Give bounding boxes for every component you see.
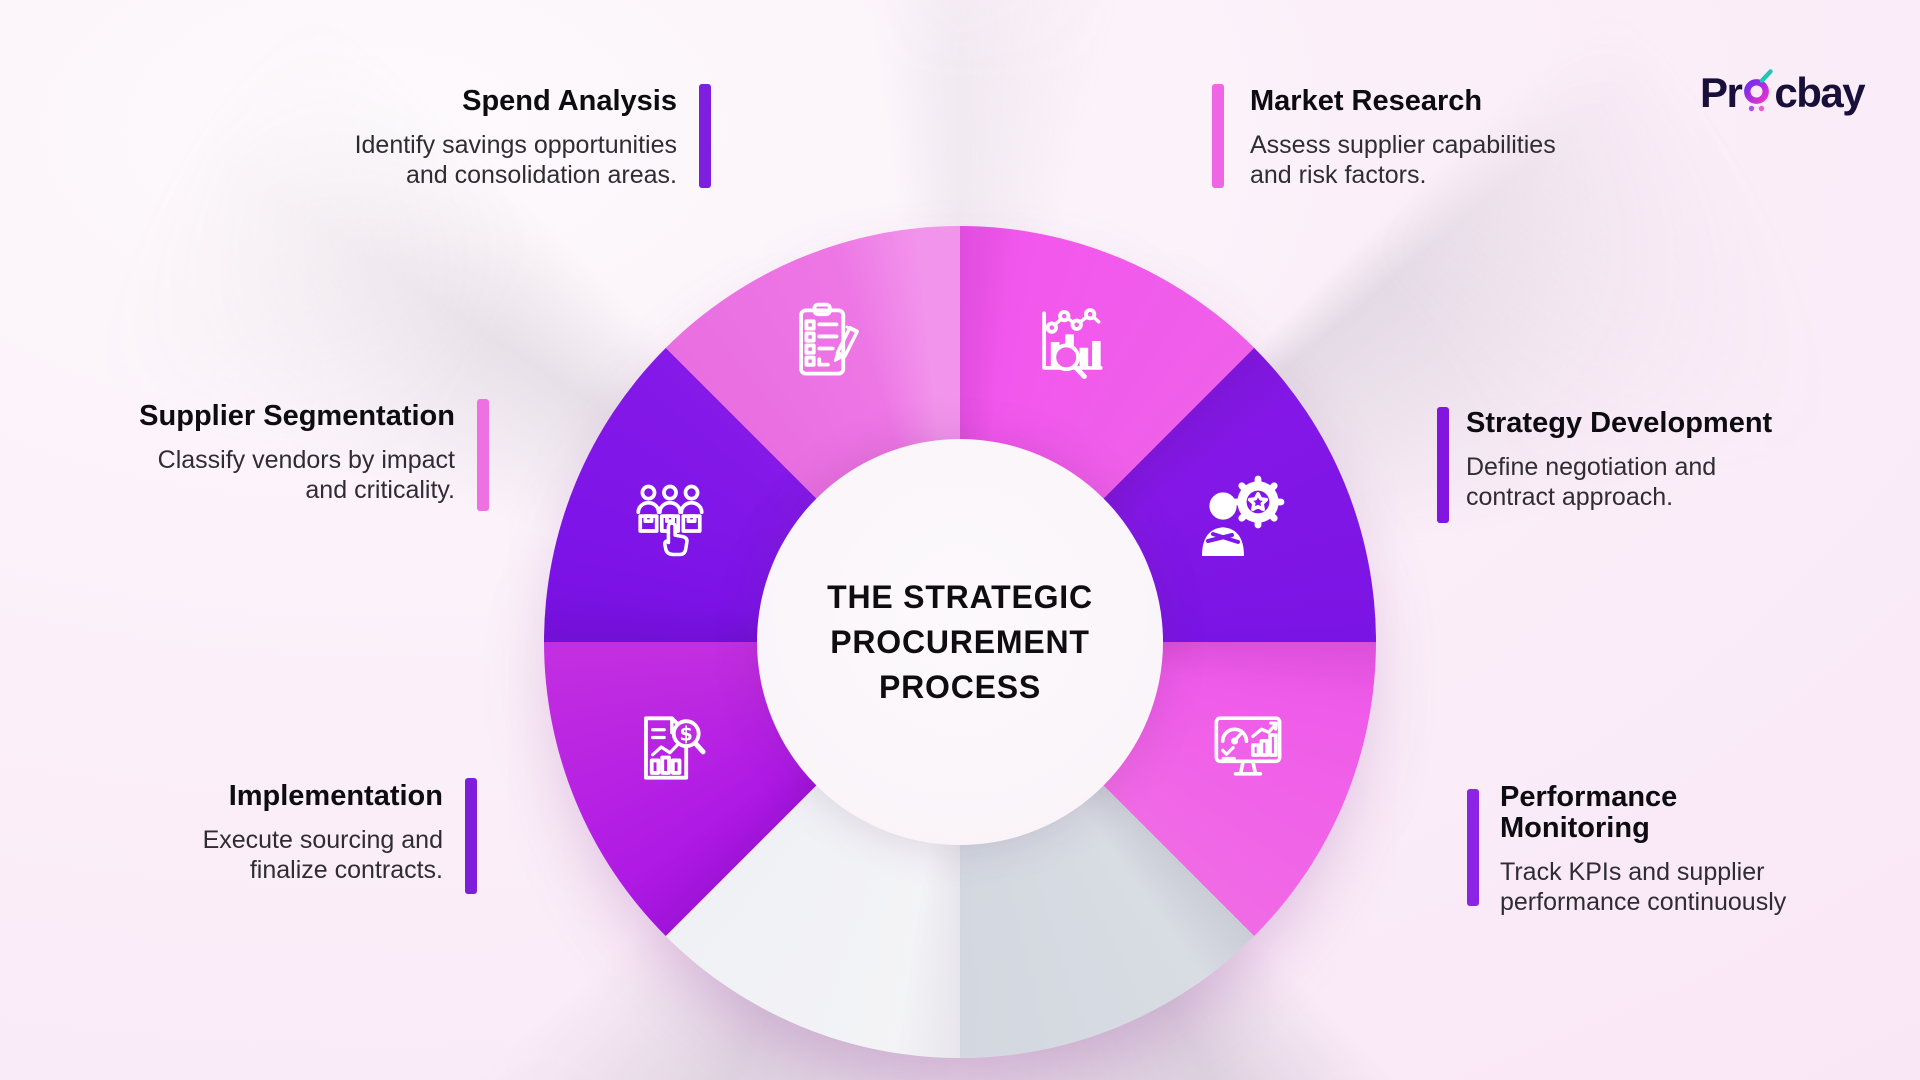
implementation-title: Implementation <box>228 780 443 812</box>
market-research-title: Market Research <box>1250 85 1483 117</box>
strategy-development-accent-bar <box>1437 407 1449 523</box>
implementation-accent-bar <box>465 778 477 894</box>
performance-monitoring-label-block: Performance Monitoring Track KPIs and su… <box>1500 782 1920 917</box>
performance-monitoring-description: Track KPIs and supplier performance cont… <box>1500 858 1787 916</box>
logo-text-post: cbay <box>1774 69 1865 116</box>
wheel-hub: THE STRATEGIC PROCUREMENT PROCESS <box>757 439 1163 845</box>
supplier-segmentation-title: Supplier Segmentation <box>139 400 455 432</box>
market-research-description: Assess supplier capabilities and risk fa… <box>1250 131 1556 189</box>
performance-monitoring-title: Performance Monitoring <box>1500 781 1678 844</box>
strategy-development-description: Define negotiation and contract approach… <box>1466 453 1717 511</box>
center-title: THE STRATEGIC PROCUREMENT PROCESS <box>827 578 1093 705</box>
spend-analysis-description: Identify savings opportunities and conso… <box>354 131 677 189</box>
supplier-segmentation-description: Classify vendors by impact and criticali… <box>157 446 455 504</box>
person-gear-icon <box>1193 474 1289 570</box>
cart-o-icon <box>1742 68 1774 124</box>
implementation-description: Execute sourcing and finalize contracts. <box>202 826 443 884</box>
dashboard-monitor-icon <box>1202 700 1294 792</box>
strategy-development-title: Strategy Development <box>1466 407 1773 439</box>
clipboard-checklist-icon <box>780 296 872 388</box>
spend-analysis-title: Spend Analysis <box>462 85 677 117</box>
performance-monitoring-accent-bar <box>1467 789 1479 906</box>
spend-analysis-label-block: Spend Analysis Identify savings opportun… <box>197 86 677 190</box>
process-wheel: THE STRATEGIC PROCUREMENT PROCESS <box>544 226 1376 1058</box>
procbay-logo: Pr cbay <box>1700 62 1866 124</box>
supplier-segmentation-accent-bar <box>477 399 489 511</box>
market-research-accent-bar <box>1212 84 1224 188</box>
spend-analysis-accent-bar <box>699 84 711 188</box>
strategy-development-label-block: Strategy Development Define negotiation … <box>1466 408 1920 512</box>
logo-text-pre: Pr <box>1700 69 1743 116</box>
document-dollar-magnifier-icon: $ <box>622 702 714 794</box>
chart-magnifier-icon <box>1024 296 1116 388</box>
supplier-select-icon <box>623 474 717 568</box>
market-research-label-block: Market Research Assess supplier capabili… <box>1250 86 1730 190</box>
svg-text:$: $ <box>680 722 693 745</box>
supplier-segmentation-label-block: Supplier Segmentation Classify vendors b… <box>0 401 455 505</box>
implementation-label-block: Implementation Execute sourcing and fina… <box>0 781 443 885</box>
